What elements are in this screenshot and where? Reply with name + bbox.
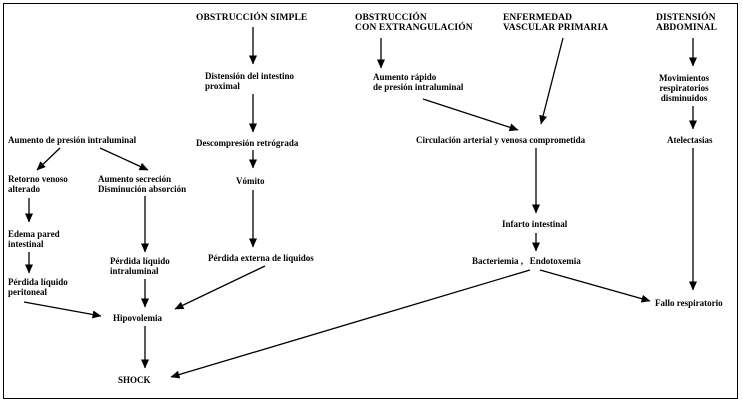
arrow-perdida-externa-to-hipovolemia [174,265,266,310]
header-obstruccion-extrangulacion: OBSTRUCCIÓN CON EXTRANGULACIÓN [355,13,473,33]
diagram-border [3,3,738,399]
node-distension-intestino: Distensión del intestino proximal [205,71,295,91]
arrow-presion-to-retorno [36,147,61,171]
node-perdida-intraluminal: Pérdida líquido intraluminal [110,256,170,276]
node-atelectasias: Atelectasias [667,135,713,145]
node-perdida-externa: Pérdida externa de líquidos [208,253,314,263]
node-circulacion-comprometida: Circulación arterial y venosa comprometi… [416,135,586,145]
node-edema-pared: Edema pared intestinal [8,229,60,249]
node-retorno-venoso: Retorno venoso alterado [8,174,68,194]
arrow-aumento-rapido-to-circulacion [422,98,519,132]
header-enfermedad-vascular: ENFERMEDAD VASCULAR PRIMARIA [503,13,609,33]
node-aumento-secrecion: Aumento secreción Disminución absorción [98,174,187,194]
node-descompresion-retrograda: Descompresión retrógrada [196,138,299,148]
arrow-bacteriemia-to-shock [170,269,531,379]
header-obstruccion-simple: OBSTRUCCIÓN SIMPLE [196,13,308,23]
arrow-vascular-to-circulacion [539,37,564,125]
node-fallo-respiratorio: Fallo respiratorio [655,298,723,308]
arrow-bacteriemia-to-fallo [539,269,651,303]
node-perdida-peritoneal: Pérdida líquido peritoneal [8,277,68,297]
node-movimientos-respiratorios: Movimientos respiratorios disminuidos [659,73,709,103]
node-aumento-presion-intraluminal: Aumento de presión intraluminal [8,135,137,145]
node-aumento-rapido: Aumento rápido de presión intraluminal [373,72,464,92]
node-hipovolemia: Hipovolemia [113,313,162,323]
arrow-presion-to-secrecion [99,147,149,171]
header-distension-abdominal: DISTENSIÓN ABDOMINAL [656,13,718,33]
node-vomito: Vómito [236,176,265,186]
node-bacteriemia-endotoxemia: Bacteriemia , Endotoxemia [472,256,581,266]
node-shock: SHOCK [118,375,151,385]
node-infarto-intestinal: Infarto intestinal [502,219,568,229]
arrow-peritoneal-to-hipovolemia [23,301,102,319]
